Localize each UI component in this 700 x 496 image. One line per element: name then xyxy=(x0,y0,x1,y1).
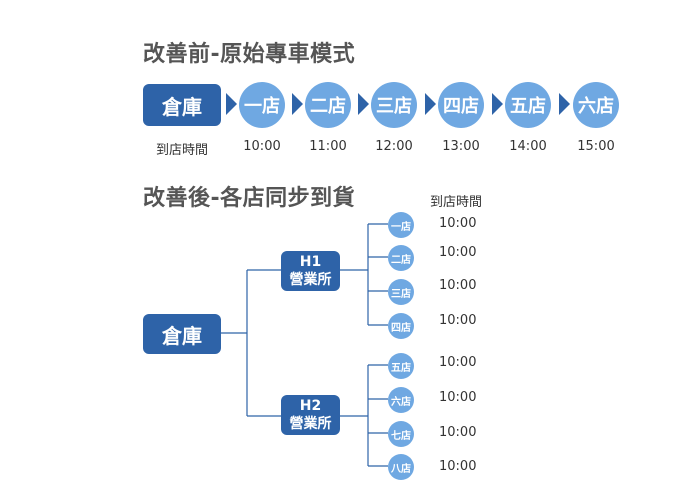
after-store-6-time: 10:00 xyxy=(439,390,477,405)
after-store-3-time: 10:00 xyxy=(439,278,477,293)
chevron-right-icon xyxy=(559,93,570,115)
after-warehouse-box: 倉庫 xyxy=(143,314,221,354)
after-store-7: 七店 xyxy=(388,421,414,447)
chevron-right-icon xyxy=(425,93,436,115)
after-store-8: 八店 xyxy=(388,454,414,480)
chevron-right-icon xyxy=(292,93,303,115)
before-store-1: 一店 xyxy=(239,82,285,128)
before-store-5-time: 14:00 xyxy=(509,139,547,154)
after-store-2-time: 10:00 xyxy=(439,245,477,260)
hub-h1-code: H1 xyxy=(299,254,322,270)
before-store-2: 二店 xyxy=(305,82,351,128)
chevron-right-icon xyxy=(492,93,503,115)
after-store-1-time: 10:00 xyxy=(439,216,477,231)
before-store-3: 三店 xyxy=(371,82,417,128)
hub-h1-name: 營業所 xyxy=(289,272,332,288)
after-store-5: 五店 xyxy=(388,353,414,379)
before-store-3-time: 12:00 xyxy=(375,139,413,154)
hub-h1: H1 營業所 xyxy=(281,251,340,291)
chevron-right-icon xyxy=(358,93,369,115)
before-store-6: 六店 xyxy=(573,82,619,128)
after-store-5-time: 10:00 xyxy=(439,355,477,370)
after-store-2: 二店 xyxy=(388,245,414,271)
before-arrival-label: 到店時間 xyxy=(155,143,208,158)
after-store-3: 三店 xyxy=(388,279,414,305)
hub-h2-code: H2 xyxy=(299,398,322,414)
after-store-4: 四店 xyxy=(388,313,414,339)
before-store-2-time: 11:00 xyxy=(309,139,347,154)
after-store-1: 一店 xyxy=(388,212,414,238)
before-store-5: 五店 xyxy=(505,82,551,128)
before-title: 改善前-原始專車模式 xyxy=(143,42,356,67)
before-store-4-time: 13:00 xyxy=(442,139,480,154)
after-store-4-time: 10:00 xyxy=(439,313,477,328)
after-title: 改善後-各店同步到貨 xyxy=(143,186,356,211)
after-store-8-time: 10:00 xyxy=(439,459,477,474)
before-store-4: 四店 xyxy=(438,82,484,128)
hub-h2: H2 營業所 xyxy=(281,395,340,435)
after-store-6: 六店 xyxy=(388,387,414,413)
before-warehouse-box: 倉庫 xyxy=(143,84,221,126)
chevron-right-icon xyxy=(226,93,237,115)
before-store-6-time: 15:00 xyxy=(577,139,615,154)
before-store-1-time: 10:00 xyxy=(243,139,281,154)
hub-h2-name: 營業所 xyxy=(289,416,332,432)
after-arrival-label: 到店時間 xyxy=(430,195,483,210)
after-store-7-time: 10:00 xyxy=(439,425,477,440)
